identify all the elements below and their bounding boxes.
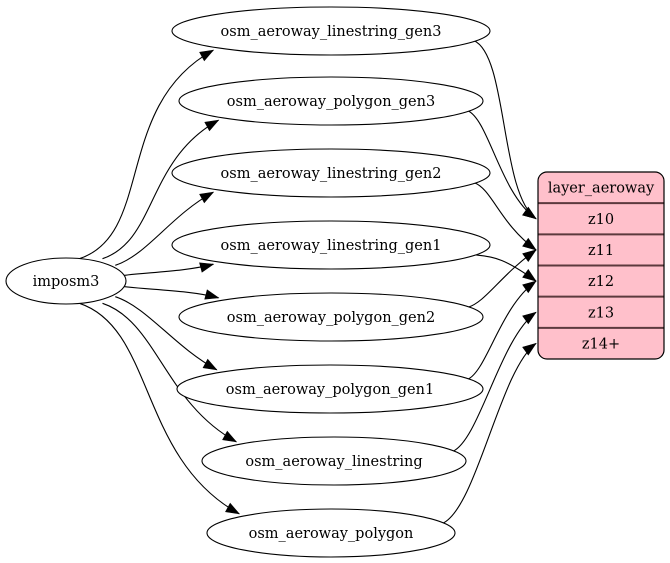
edge-arrowhead	[199, 262, 215, 273]
table-header-row: layer_aeroway	[548, 181, 655, 197]
table-header-label: layer_aeroway	[548, 181, 655, 197]
edge-arrowhead	[202, 358, 218, 371]
node-osm_aeroway_polygon_gen2[interactable]: osm_aeroway_polygon_gen2	[178, 292, 484, 342]
table-row-label: z10	[588, 212, 614, 228]
table-row-z10[interactable]: z10	[538, 202, 664, 228]
edge-imposm3-to-osm_aeroway_polygon_gen1	[115, 296, 218, 371]
node-osm_aeroway_linestring_gen3[interactable]: osm_aeroway_linestring_gen3	[171, 6, 491, 56]
table-row-z13[interactable]: z13	[538, 295, 664, 322]
edge-arrowhead	[522, 342, 537, 356]
node-shape-ellipse	[171, 6, 491, 56]
node-imposm3[interactable]: imposm3	[5, 257, 127, 305]
edge-group-tables-to-layer	[442, 40, 537, 524]
node-osm_aeroway_linestring_gen2[interactable]: osm_aeroway_linestring_gen2	[171, 148, 491, 198]
table-border	[537, 171, 665, 360]
edge-osm_aeroway_linestring-to-z13	[452, 311, 537, 452]
edge-arrowhead	[522, 237, 537, 251]
table-row-z14+[interactable]: z14+	[538, 326, 664, 353]
node-label: osm_aeroway_linestring_gen2	[221, 166, 442, 182]
edge-arrowhead	[522, 280, 537, 294]
edge-group-source-to-tables	[79, 49, 240, 515]
node-label: osm_aeroway_linestring_gen1	[221, 238, 442, 254]
edge-imposm3-to-osm_aeroway_linestring_gen1	[120, 263, 214, 277]
edge-arrowhead	[522, 269, 537, 282]
table-row-label: z12	[588, 274, 614, 290]
table-layer-aeroway[interactable]: layer_aeroway z10 z11 z12 z13 z14+	[537, 171, 665, 360]
node-shape-ellipse	[201, 436, 467, 486]
node-shape-ellipse	[171, 148, 491, 198]
edge-imposm3-to-osm_aeroway_polygon_gen3	[102, 119, 219, 260]
node-label: osm_aeroway_linestring_gen3	[221, 24, 442, 40]
node-label: osm_aeroway_linestring	[245, 454, 422, 470]
node-shape-ellipse	[171, 220, 491, 270]
node-group: osm_aeroway_linestring_gen3 osm_aeroway_p…	[171, 6, 491, 558]
edge-osm_aeroway_polygon_gen3-to-z10	[467, 110, 537, 220]
edge-imposm3-to-osm_aeroway_linestring_gen2	[115, 191, 214, 266]
edge-arrowhead	[222, 430, 238, 443]
edge-arrowhead	[522, 311, 537, 325]
node-label: osm_aeroway_polygon_gen3	[227, 94, 435, 110]
edge-osm_aeroway_polygon-to-z14+	[442, 342, 537, 524]
node-osm_aeroway_linestring[interactable]: osm_aeroway_linestring	[201, 436, 467, 486]
source-node-group: imposm3	[5, 257, 127, 305]
edge-imposm3-to-osm_aeroway_linestring_gen3	[79, 49, 214, 260]
table-row-z12[interactable]: z12	[538, 264, 664, 291]
node-label: osm_aeroway_polygon_gen1	[226, 382, 434, 398]
edge-arrowhead	[199, 191, 215, 204]
node-label: osm_aeroway_polygon_gen2	[227, 310, 435, 326]
source-node-label: imposm3	[33, 274, 100, 290]
node-osm_aeroway_polygon_gen1[interactable]: osm_aeroway_polygon_gen1	[176, 364, 484, 414]
table-row-label: z11	[588, 243, 614, 259]
node-shape-ellipse	[178, 292, 484, 342]
edge-osm_aeroway_polygon_gen1-to-z12	[467, 280, 537, 380]
edge-osm_aeroway_linestring_gen3-to-z10	[473, 40, 537, 220]
node-osm_aeroway_linestring_gen1[interactable]: osm_aeroway_linestring_gen1	[171, 220, 491, 270]
edge-arrowhead	[225, 502, 240, 515]
node-osm_aeroway_polygon_gen3[interactable]: osm_aeroway_polygon_gen3	[178, 76, 484, 126]
table-row-label: z13	[588, 305, 614, 321]
table-row-label: z14+	[582, 336, 620, 352]
edge-imposm3-to-osm_aeroway_polygon_gen2	[120, 285, 219, 299]
node-osm_aeroway_polygon[interactable]: osm_aeroway_polygon	[206, 508, 456, 558]
edge-arrowhead	[204, 289, 220, 300]
node-label: osm_aeroway_polygon	[249, 526, 414, 542]
edge-osm_aeroway_polygon_gen2-to-z11	[467, 249, 537, 308]
table-row-z11[interactable]: z11	[538, 233, 664, 259]
node-shape-ellipse	[206, 508, 456, 558]
edge-arrowhead	[522, 206, 537, 220]
node-shape-ellipse	[176, 364, 484, 414]
edge-arrowhead	[522, 249, 537, 262]
edge-arrowhead	[204, 119, 220, 132]
node-shape-ellipse	[5, 257, 127, 305]
layer-table-group: layer_aeroway z10 z11 z12 z13 z14+	[537, 171, 665, 360]
edge-arrowhead	[199, 49, 215, 62]
edge-imposm3-to-osm_aeroway_linestring	[102, 302, 237, 443]
edge-imposm3-to-osm_aeroway_polygon	[79, 302, 240, 515]
node-shape-ellipse	[178, 76, 484, 126]
